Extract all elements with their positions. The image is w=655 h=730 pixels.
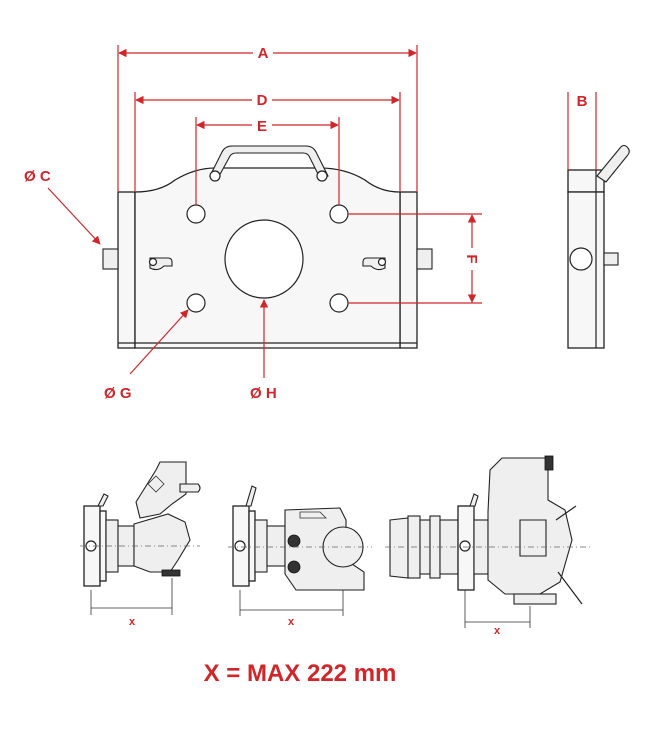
cv1-lever bbox=[135, 461, 187, 519]
callout-g: Ø G bbox=[104, 309, 189, 402]
left-pin bbox=[102, 248, 119, 270]
coupling-view-1: x bbox=[80, 461, 201, 628]
cv3-foot bbox=[513, 593, 557, 605]
label-d: D bbox=[257, 92, 268, 109]
cv1-body bbox=[133, 513, 191, 573]
coupling-view-3: x bbox=[385, 455, 590, 637]
dimension-a: A bbox=[118, 42, 417, 62]
dimension-e: E bbox=[196, 114, 339, 135]
label-e: E bbox=[257, 118, 267, 135]
dimension-d: D bbox=[135, 89, 400, 109]
right-pin bbox=[416, 248, 433, 270]
bolt-hole-top-left bbox=[186, 204, 206, 224]
cv1-x-label: x bbox=[129, 616, 136, 628]
label-f: F bbox=[463, 254, 480, 263]
side-view bbox=[567, 92, 630, 349]
left-flange bbox=[117, 191, 136, 349]
cv3-x-label: x bbox=[494, 625, 501, 637]
side-pin-hole bbox=[569, 247, 593, 271]
coupling-view-2: x bbox=[228, 485, 372, 628]
callout-h: Ø H bbox=[250, 299, 277, 402]
bolt-hole-bottom-right bbox=[329, 293, 349, 313]
bolt-hole-bottom-left bbox=[186, 293, 206, 313]
cv2-x-label: x bbox=[288, 616, 295, 628]
extension-lines bbox=[117, 45, 482, 304]
label-b: B bbox=[577, 93, 588, 110]
label-a: A bbox=[258, 45, 269, 62]
front-view bbox=[102, 145, 433, 349]
side-plate bbox=[567, 191, 605, 349]
cv3-rear-cylinder bbox=[389, 517, 409, 579]
label-h: Ø H bbox=[250, 385, 277, 402]
right-flange bbox=[399, 191, 418, 349]
side-pin bbox=[603, 252, 619, 266]
side-handle bbox=[596, 144, 630, 183]
central-hole bbox=[224, 219, 304, 299]
dimension-b: B bbox=[577, 93, 588, 110]
max-dimension-note: X = MAX 222 mm bbox=[203, 660, 397, 687]
bolt-hole-top-right bbox=[329, 204, 349, 224]
dimension-f: F bbox=[462, 214, 482, 303]
label-c: Ø C bbox=[24, 168, 51, 185]
label-g: Ø G bbox=[104, 385, 132, 402]
callout-c: Ø C bbox=[24, 168, 101, 245]
